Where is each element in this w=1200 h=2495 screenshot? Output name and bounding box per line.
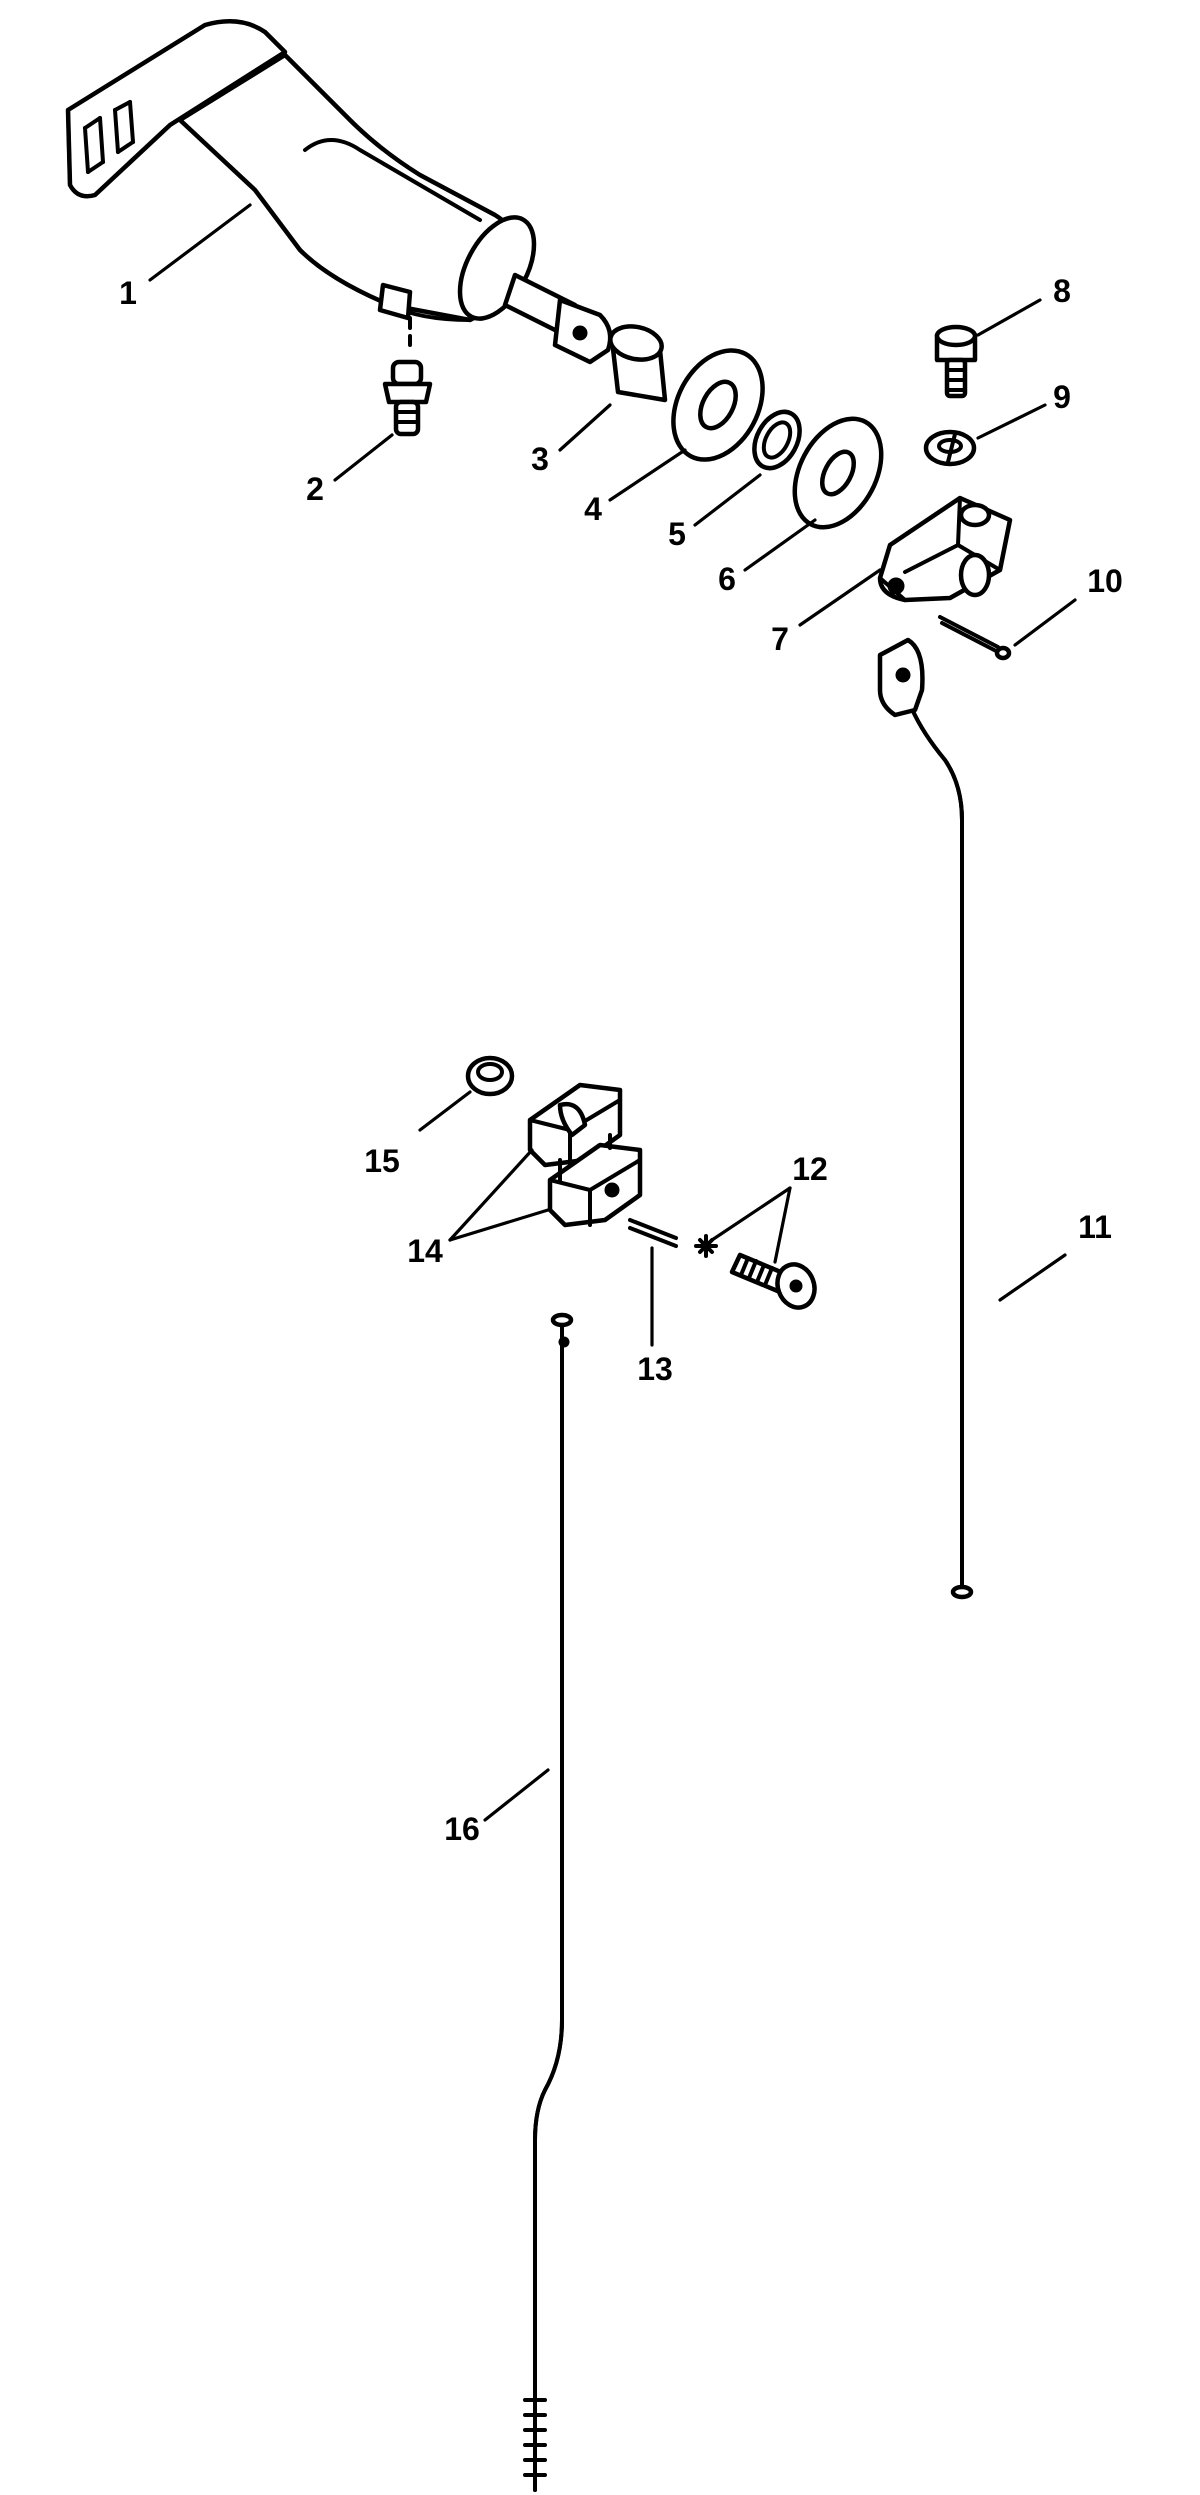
callout-8: 8 [1053,273,1071,309]
screw-and-star-washer-part [694,1234,817,1310]
wave-washer-part [792,416,884,530]
shift-rod-part [523,1312,574,2492]
clamp-block-part [877,495,1013,603]
lock-washer-part [923,429,977,467]
nut-part [465,1055,515,1097]
o-ring-part [752,409,802,471]
grease-fitting-part [382,359,433,437]
callout-10: 10 [1087,563,1123,599]
callout-1: 1 [119,275,137,311]
bushing-part [608,324,668,403]
cotter-pin-part [938,615,1012,661]
callout-6: 6 [718,561,736,597]
callout-7: 7 [771,621,789,657]
callout-9: 9 [1053,379,1071,415]
callout-12: 12 [792,1151,828,1187]
callout-2: 2 [306,471,324,507]
callout-15: 15 [364,1143,400,1179]
callout-3: 3 [531,441,549,477]
callout-14: 14 [407,1233,443,1269]
pedal-lever-part [65,19,613,365]
bolt-part [934,324,978,399]
callout-13: 13 [637,1351,673,1387]
callout-11: 11 [1078,1209,1112,1245]
callout-16: 16 [444,1811,480,1847]
leader-lines [148,203,1077,1822]
callout-labels: 1 2 3 4 5 6 7 8 9 10 11 12 13 14 15 16 [119,273,1123,1847]
clevis-bracket-part [527,1082,643,1228]
callout-5: 5 [668,516,686,552]
link-rod-part [877,637,974,1600]
callout-4: 4 [584,491,602,527]
roll-pin-part [628,1218,678,1248]
washer-part [671,348,765,462]
